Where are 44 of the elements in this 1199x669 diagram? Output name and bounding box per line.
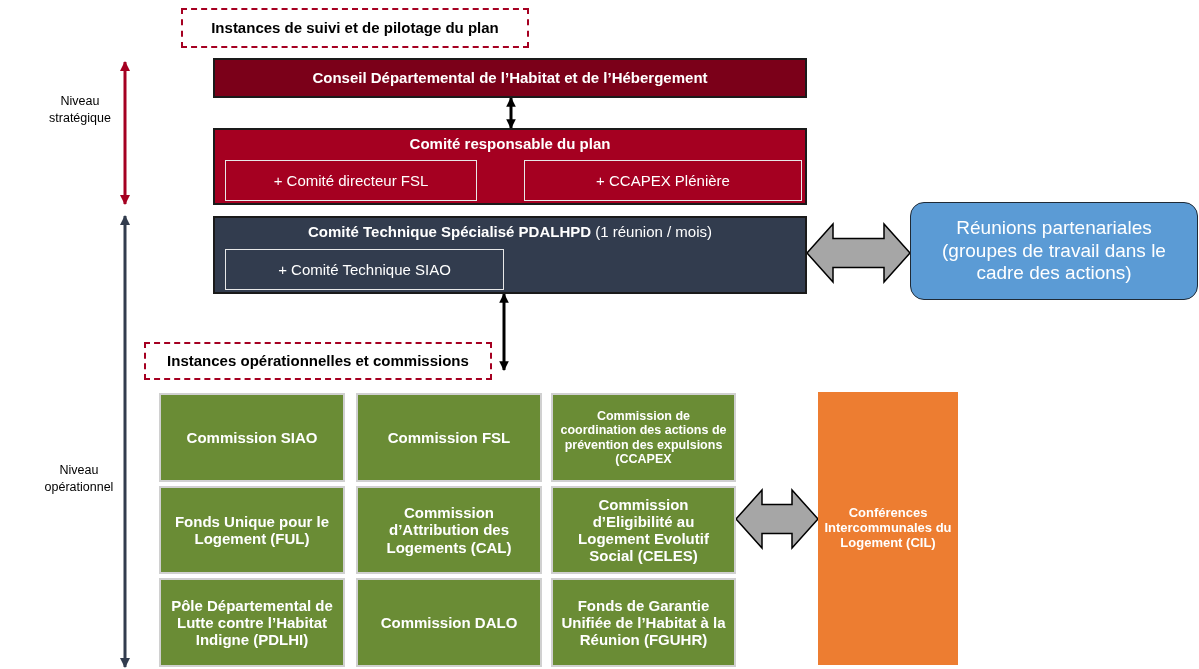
section-tag: [144, 342, 492, 380]
box-text: Commission de coordination des actions de prévention des expulsions (CCAPEX: [559, 408, 728, 467]
box-text: Instances opérationnelles et commissions: [167, 352, 469, 370]
commission-box: [551, 578, 736, 667]
arrow: [499, 293, 509, 371]
subcommittee-box: [225, 249, 504, 290]
box-text: Réunions partenariales (groupes de travail dans le cadre des actions): [941, 216, 1167, 286]
commission-box: [159, 486, 345, 574]
meeting-box: [910, 202, 1198, 300]
box-text: Pôle Départemental de Lutte contre l’Habitat Indigne (PDLHI): [170, 596, 334, 649]
box-text: + Comité directeur FSL: [273, 171, 429, 190]
level-label: Niveau stratégique: [48, 93, 112, 127]
panel-heading: Comité Technique Spécialisé PDALHPD (1 réunion / mois): [307, 223, 713, 241]
box-text: Fonds Unique pour le Logement (FUL): [173, 512, 331, 548]
box-text: Instances de suivi et de pilotage du plan: [211, 19, 499, 37]
conference-box: [818, 392, 958, 665]
council-box: [213, 58, 807, 98]
commission-box: [551, 486, 736, 574]
box-text: Conférences Intercommunales du Logement (CIL): [824, 506, 952, 551]
subcommittee-box: [225, 160, 477, 201]
box-text: Commission d’Attribution des Logements (CAL): [385, 504, 513, 556]
commission-box: [159, 393, 345, 482]
commission-box: [159, 578, 345, 667]
block-arrow: [735, 488, 819, 550]
committee-panel: [213, 216, 807, 294]
commission-box: [551, 393, 736, 482]
box-text: Commission FSL: [387, 428, 511, 447]
box-text: Commission SIAO: [186, 428, 318, 447]
arrow: [506, 97, 516, 129]
section-tag: [181, 8, 529, 48]
commission-box: [356, 486, 542, 574]
box-text: + CCAPEX Plénière: [596, 171, 730, 190]
box-text: Conseil Départemental de l’Habitat et de l’Hébergement: [312, 69, 708, 87]
box-text: + Comité Technique SIAO: [278, 260, 451, 279]
box-text: Commission d’Eligibilité au Logement Evolutif Social (CELES): [577, 495, 710, 565]
committee-panel: [213, 128, 807, 205]
level-label: Niveau opérationnel: [43, 462, 115, 496]
block-arrow: [806, 222, 911, 284]
commission-box: [356, 578, 542, 667]
box-text: Fonds de Garantie Unifiée de l’Habitat à la Réunion (FGUHR): [560, 596, 727, 649]
commission-box: [356, 393, 542, 482]
subcommittee-box: [524, 160, 802, 201]
box-text: Commission DALO: [380, 613, 518, 632]
panel-heading: Comité responsable du plan: [408, 135, 612, 153]
